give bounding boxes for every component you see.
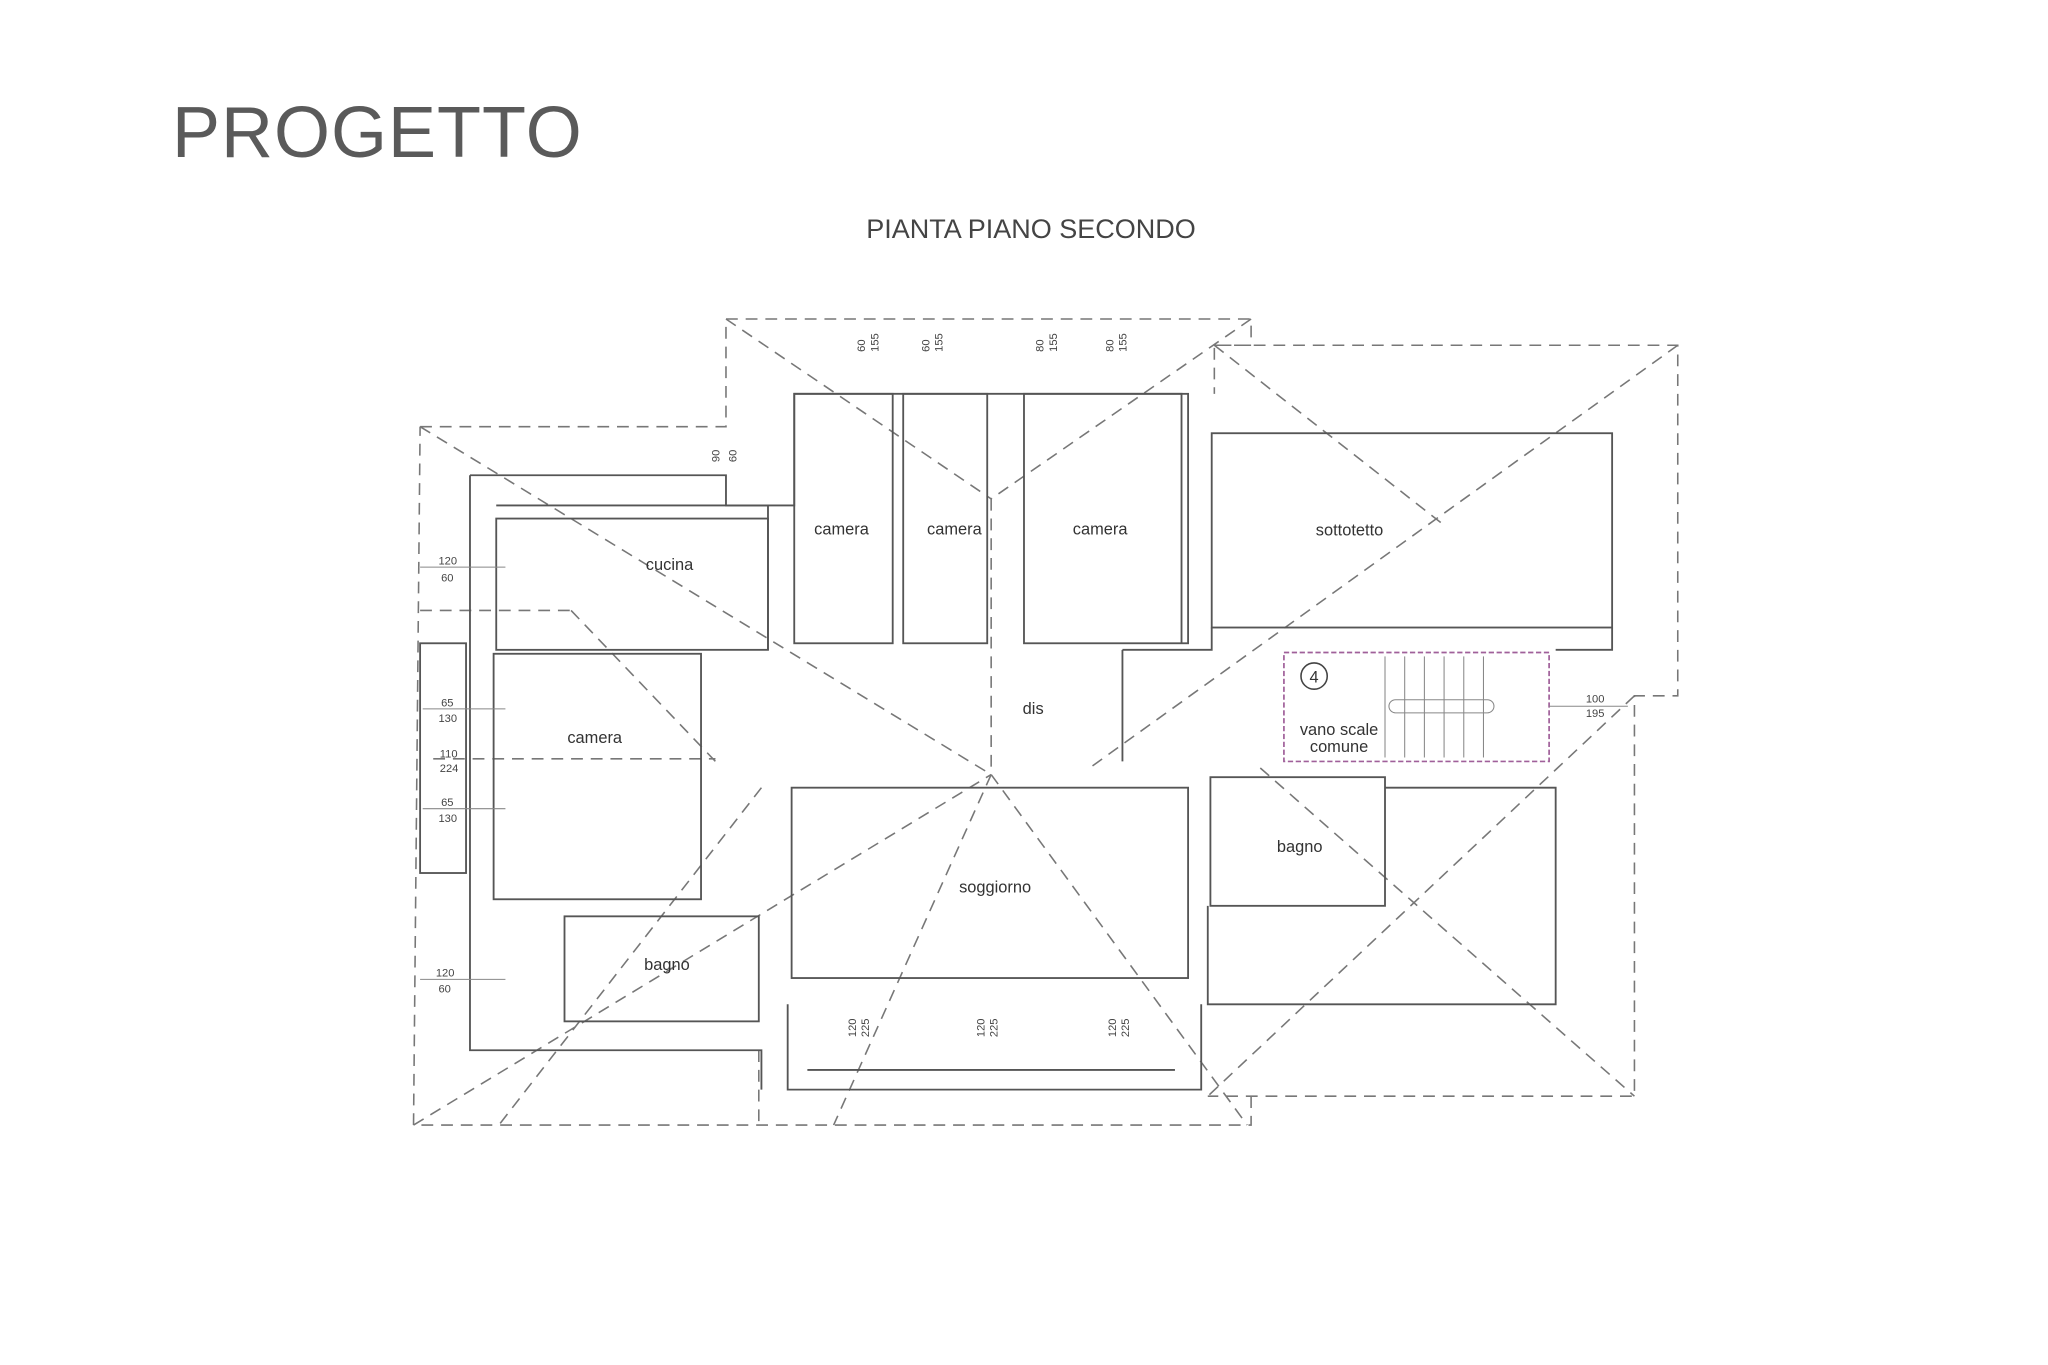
window-dim: 60 xyxy=(920,339,932,351)
window-dim: 130 xyxy=(438,813,457,825)
window-dim: 155 xyxy=(1117,333,1129,352)
page-title: PROGETTO xyxy=(172,93,583,173)
window-dim: 90 xyxy=(710,450,722,462)
roof-hip-lines xyxy=(413,318,1679,1126)
walls xyxy=(419,392,1614,1091)
window-dim: 155 xyxy=(869,333,881,352)
window-dim: 60 xyxy=(727,450,739,462)
room-label-camera: camera xyxy=(567,729,623,747)
room-label-cucina: cucina xyxy=(646,556,694,574)
window-dim: 195 xyxy=(1586,708,1605,720)
window-dim: 80 xyxy=(1035,339,1047,351)
window-dim: 65 xyxy=(441,797,453,809)
room-label-camera: camera xyxy=(814,520,870,538)
stair-number: 4 xyxy=(1310,669,1319,687)
room-label-dis: dis xyxy=(1023,700,1044,718)
window-dim: 120 xyxy=(436,968,455,980)
window-dims-top: 60 155 60 155 80 155 80 155 90 60 xyxy=(710,333,1129,462)
room-label-soggiorno: soggiorno xyxy=(959,879,1031,897)
room-label-bagno: bagno xyxy=(644,956,690,974)
window-dim: 130 xyxy=(438,713,457,725)
window-dim: 225 xyxy=(1120,1019,1132,1038)
window-dim: 60 xyxy=(856,339,868,351)
window-dim: 155 xyxy=(1048,333,1060,352)
window-dim: 65 xyxy=(441,697,453,709)
window-dim: 110 xyxy=(440,748,458,760)
stair-core xyxy=(1283,651,1550,763)
room-label-bagno: bagno xyxy=(1277,838,1323,856)
window-dim: 225 xyxy=(989,1019,1001,1038)
room-label-sottotetto: sottotetto xyxy=(1316,522,1383,540)
window-dim: 224 xyxy=(440,763,459,775)
window-dims-left: 120 60 65 130 110 224 65 130 120 60 xyxy=(420,556,506,995)
window-dim: 120 xyxy=(976,1019,988,1038)
window-dim: 80 xyxy=(1104,339,1116,351)
window-dim: 225 xyxy=(860,1019,872,1038)
stair-number-circle xyxy=(1300,662,1329,691)
window-dim: 60 xyxy=(441,573,453,585)
plan-subtitle: PIANTA PIANO SECONDO xyxy=(866,214,1196,244)
room-label-vano-scale: vano scale xyxy=(1300,721,1378,739)
window-dim: 120 xyxy=(847,1019,859,1038)
window-dims-bottom: 120 225 120 225 120 225 xyxy=(847,1019,1132,1038)
window-dim: 100 xyxy=(1586,693,1605,705)
window-dim: 120 xyxy=(1107,1019,1119,1038)
room-label-comune: comune xyxy=(1310,738,1368,756)
room-label-camera: camera xyxy=(1073,520,1129,538)
room-label-camera: camera xyxy=(927,520,983,538)
window-dim: 155 xyxy=(934,333,946,352)
window-dim: 120 xyxy=(438,556,457,568)
window-dim: 60 xyxy=(438,983,450,995)
